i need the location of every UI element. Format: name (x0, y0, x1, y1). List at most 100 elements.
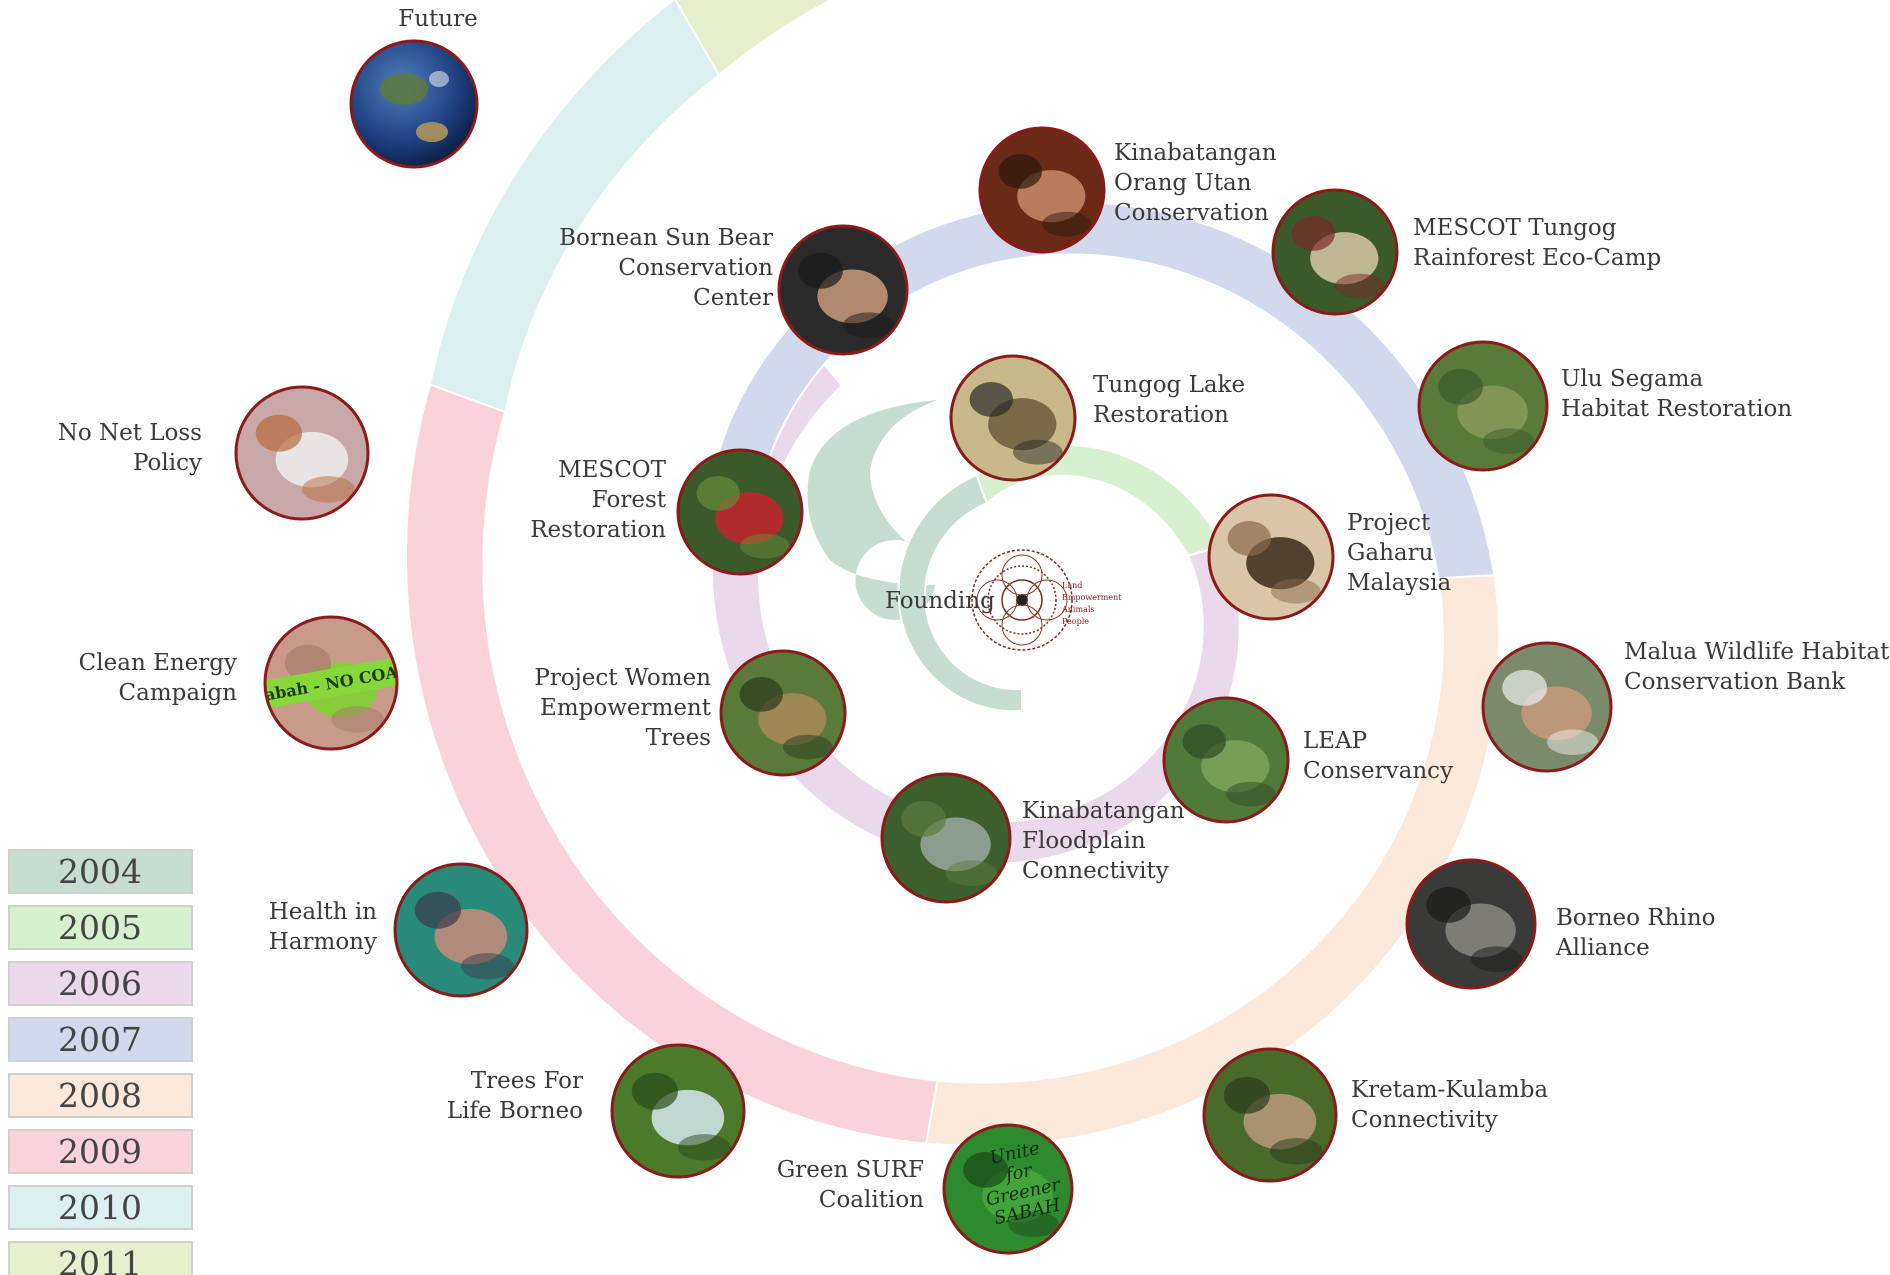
milestone-trees-for-life (610, 1043, 746, 1179)
legend-year: 2006 (58, 964, 142, 1003)
legend-year: 2009 (58, 1132, 142, 1171)
legend-year: 2005 (58, 908, 142, 947)
milestone-health-harmony (393, 862, 529, 998)
photo-frame (1162, 696, 1290, 824)
legend-swatch (8, 1129, 193, 1174)
photo-frame (978, 126, 1106, 254)
legend-swatch (8, 1185, 193, 1230)
milestone-rhino (1405, 858, 1537, 990)
legend-swatch (8, 849, 193, 894)
photo-rhino (1407, 860, 1535, 988)
spiral-segment-2004 (807, 400, 938, 620)
photo-orangutan (980, 128, 1104, 252)
photo-unite-for-greener-sabah (944, 1125, 1072, 1253)
photo-frame (1481, 641, 1613, 773)
photo-frame (1271, 188, 1399, 316)
photo-frame (393, 862, 529, 998)
legend-year: 2010 (58, 1188, 142, 1227)
legend-item-2006: 2006 (8, 961, 193, 1006)
photo-monkey-in-tree (1204, 1049, 1336, 1181)
milestone-floodplain (880, 772, 1012, 904)
spiral-segment-2011 (674, 0, 834, 77)
photo-frame (949, 354, 1077, 482)
legend-swatch (8, 1073, 193, 1118)
lean-logo: Land Empowerment Animals People (971, 549, 1122, 651)
wristband-icon (263, 657, 399, 709)
milestone-sun-bear (777, 224, 909, 356)
photo-frame (349, 39, 479, 169)
milestone-clean-energy: Sabah - NO COAL (255, 615, 407, 751)
milestone-project-gaharu (1207, 493, 1335, 621)
legend-item-2011: 2011 (8, 1241, 193, 1275)
milestone-ulu-segama (1417, 340, 1549, 472)
legend-year: 2008 (58, 1076, 142, 1115)
spiral-segment-2010 (428, 0, 721, 414)
legend-item-2005: 2005 (8, 905, 193, 950)
photo-frame (234, 385, 370, 521)
photo-frame (1207, 493, 1335, 621)
photo-frame (719, 649, 847, 777)
photo-people-in-boat (951, 356, 1075, 480)
year-legend: 2004 2005 2006 2007 2008 2009 2010 2011 (8, 849, 193, 1275)
milestone-malua (1481, 641, 1613, 773)
photo-doctor-patient (395, 864, 527, 996)
photo-officials-signing (236, 387, 368, 519)
milestone-no-net-loss (234, 385, 370, 521)
photo-frame (1405, 858, 1537, 990)
milestone-leap-conservancy (1162, 696, 1290, 824)
photo-forest-canopy (1164, 698, 1288, 822)
legend-item-2010: 2010 (8, 1185, 193, 1230)
legend-swatch (8, 1017, 193, 1062)
milestone-women-trees (719, 649, 847, 777)
logo-word-people: People (1062, 617, 1089, 626)
photo-man-with-bear (779, 226, 907, 354)
milestone-future (349, 39, 479, 169)
photo-frame (1202, 1047, 1338, 1183)
photo-group-at-table (1483, 643, 1611, 771)
photo-frame (263, 615, 399, 751)
milestone-eco-camp (1271, 188, 1399, 316)
milestone-label-future: Future (398, 6, 477, 32)
photo-hand-with-seedling (1209, 495, 1333, 619)
photo-frame (942, 1123, 1074, 1255)
logo-word-land: Land (1062, 581, 1082, 590)
founding-label: Founding (885, 588, 995, 614)
photo-river-aerial (882, 774, 1010, 902)
milestone-kretam (1202, 1047, 1338, 1183)
legend-year: 2011 (58, 1244, 142, 1275)
photo-frame (676, 448, 804, 576)
legend-item-2007: 2007 (8, 1017, 193, 1062)
milestone-orang-utan (978, 126, 1106, 254)
logo-word-animals: Animals (1061, 605, 1095, 614)
photo-frame (880, 772, 1012, 904)
photo-forest-hut (1273, 190, 1397, 314)
legend-swatch (8, 1241, 193, 1275)
legend-swatch (8, 905, 193, 950)
legend-item-2004: 2004 (8, 849, 193, 894)
legend-swatch (8, 961, 193, 1006)
photo-frame (610, 1043, 746, 1179)
photo-tall-tree (612, 1045, 744, 1177)
photo-frame (777, 224, 909, 356)
legend-item-2008: 2008 (8, 1073, 193, 1118)
milestone-mescot-forest (676, 448, 804, 576)
photo-red-flower (678, 450, 802, 574)
